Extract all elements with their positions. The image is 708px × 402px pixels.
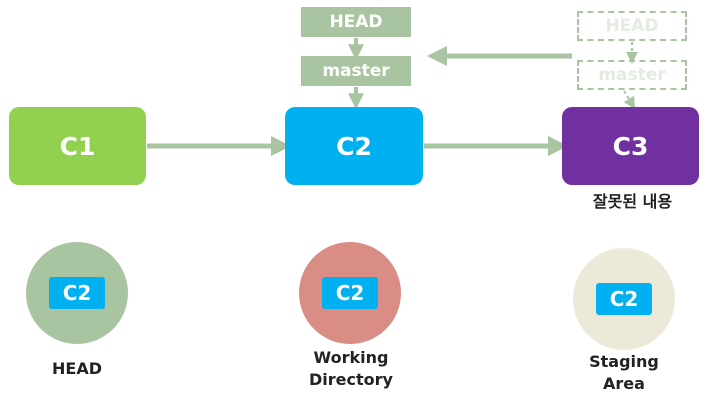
master-branch-pointer: master <box>301 56 411 86</box>
staging-area-commit-tag: C2 <box>596 283 652 315</box>
commit-c3-note: 잘못된 내용 <box>592 192 673 211</box>
staging-area-label: Staging Area <box>564 351 684 395</box>
staging-area-circle: C2 <box>573 248 675 350</box>
staging-area-label-line2: Area <box>603 374 645 393</box>
working-directory-label: Working Directory <box>290 347 412 391</box>
commit-c2: C2 <box>285 107 423 185</box>
ghost-arrow-master-c3 <box>623 90 636 110</box>
head-tree-circle: C2 <box>26 242 128 344</box>
commit-c3: C3 <box>562 107 699 185</box>
previous-head-pointer: HEAD <box>577 11 687 41</box>
working-directory-circle: C2 <box>299 242 401 344</box>
head-tree-label-line1: HEAD <box>52 359 102 378</box>
head-pointer: HEAD <box>301 7 411 37</box>
working-directory-commit-tag: C2 <box>322 277 378 309</box>
staging-area-label-line1: Staging <box>589 352 659 371</box>
working-directory-label-line2: Directory <box>309 370 393 389</box>
previous-master-pointer: master <box>577 60 687 90</box>
working-directory-label-line1: Working <box>313 348 389 367</box>
commit-c1: C1 <box>9 107 146 185</box>
head-tree-label: HEAD <box>26 358 128 380</box>
head-tree-commit-tag: C2 <box>49 277 105 309</box>
